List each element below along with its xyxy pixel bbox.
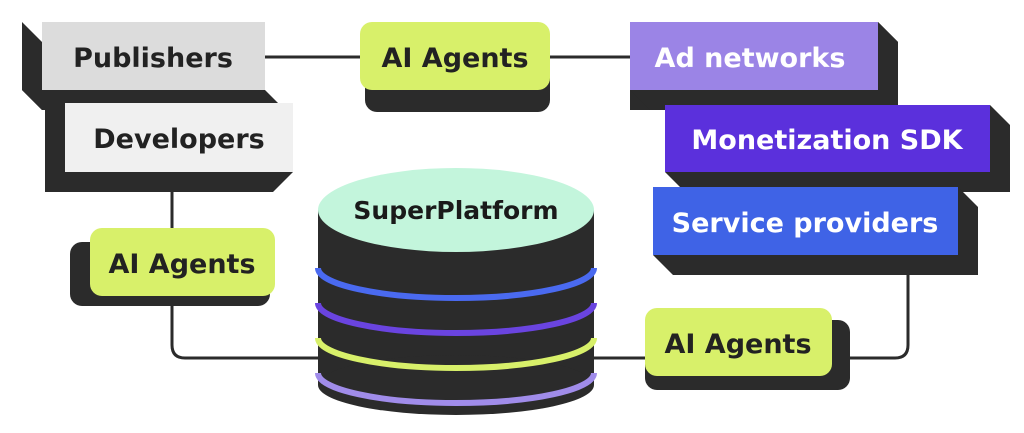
node-box <box>42 22 265 90</box>
connectors <box>170 55 910 360</box>
node-box <box>665 105 990 172</box>
node-box <box>360 22 550 90</box>
node-service-providers: Service providers <box>653 187 978 275</box>
connector-ai-agents-to-platform <box>170 298 320 360</box>
node-shadow <box>653 187 978 275</box>
node-developers: Developers <box>45 103 293 192</box>
node-monetization-sdk: Monetization SDK <box>665 105 1010 192</box>
node-ai-agents-bottom: AI Agents <box>645 308 850 390</box>
node-label: Publishers <box>73 43 233 74</box>
node-label: AI Agents <box>664 329 811 360</box>
node-box <box>65 103 293 172</box>
cylinder-band <box>315 372 597 406</box>
node-label: Service providers <box>672 208 939 239</box>
node-label: Ad networks <box>655 43 846 74</box>
connector-ai-agents-to-service-providers <box>832 275 910 360</box>
node-shadow <box>45 103 293 192</box>
node-label: Developers <box>93 124 264 155</box>
node-label: Monetization SDK <box>691 125 963 156</box>
node-ad-networks: Ad networks <box>630 22 898 110</box>
node-box <box>90 228 275 296</box>
node-box <box>630 22 878 90</box>
node-shadow <box>630 22 898 110</box>
node-ai-agents-top: AI Agents <box>360 22 550 112</box>
node-ai-agents-left: AI Agents <box>70 228 275 306</box>
cylinder-top <box>318 168 594 252</box>
cylinder-band <box>315 337 597 371</box>
node-label: AI Agents <box>381 43 528 74</box>
platform-label: SuperPlatform <box>353 196 558 225</box>
node-box <box>645 308 832 376</box>
node-shadow <box>22 22 42 110</box>
node-publishers: Publishers <box>22 22 285 110</box>
node-box <box>653 187 958 255</box>
cylinder-band <box>315 302 597 336</box>
node-shadow <box>665 105 1010 192</box>
cylinder-band <box>315 267 597 301</box>
platform-cylinder: SuperPlatform <box>315 168 597 415</box>
node-label: AI Agents <box>108 249 255 280</box>
